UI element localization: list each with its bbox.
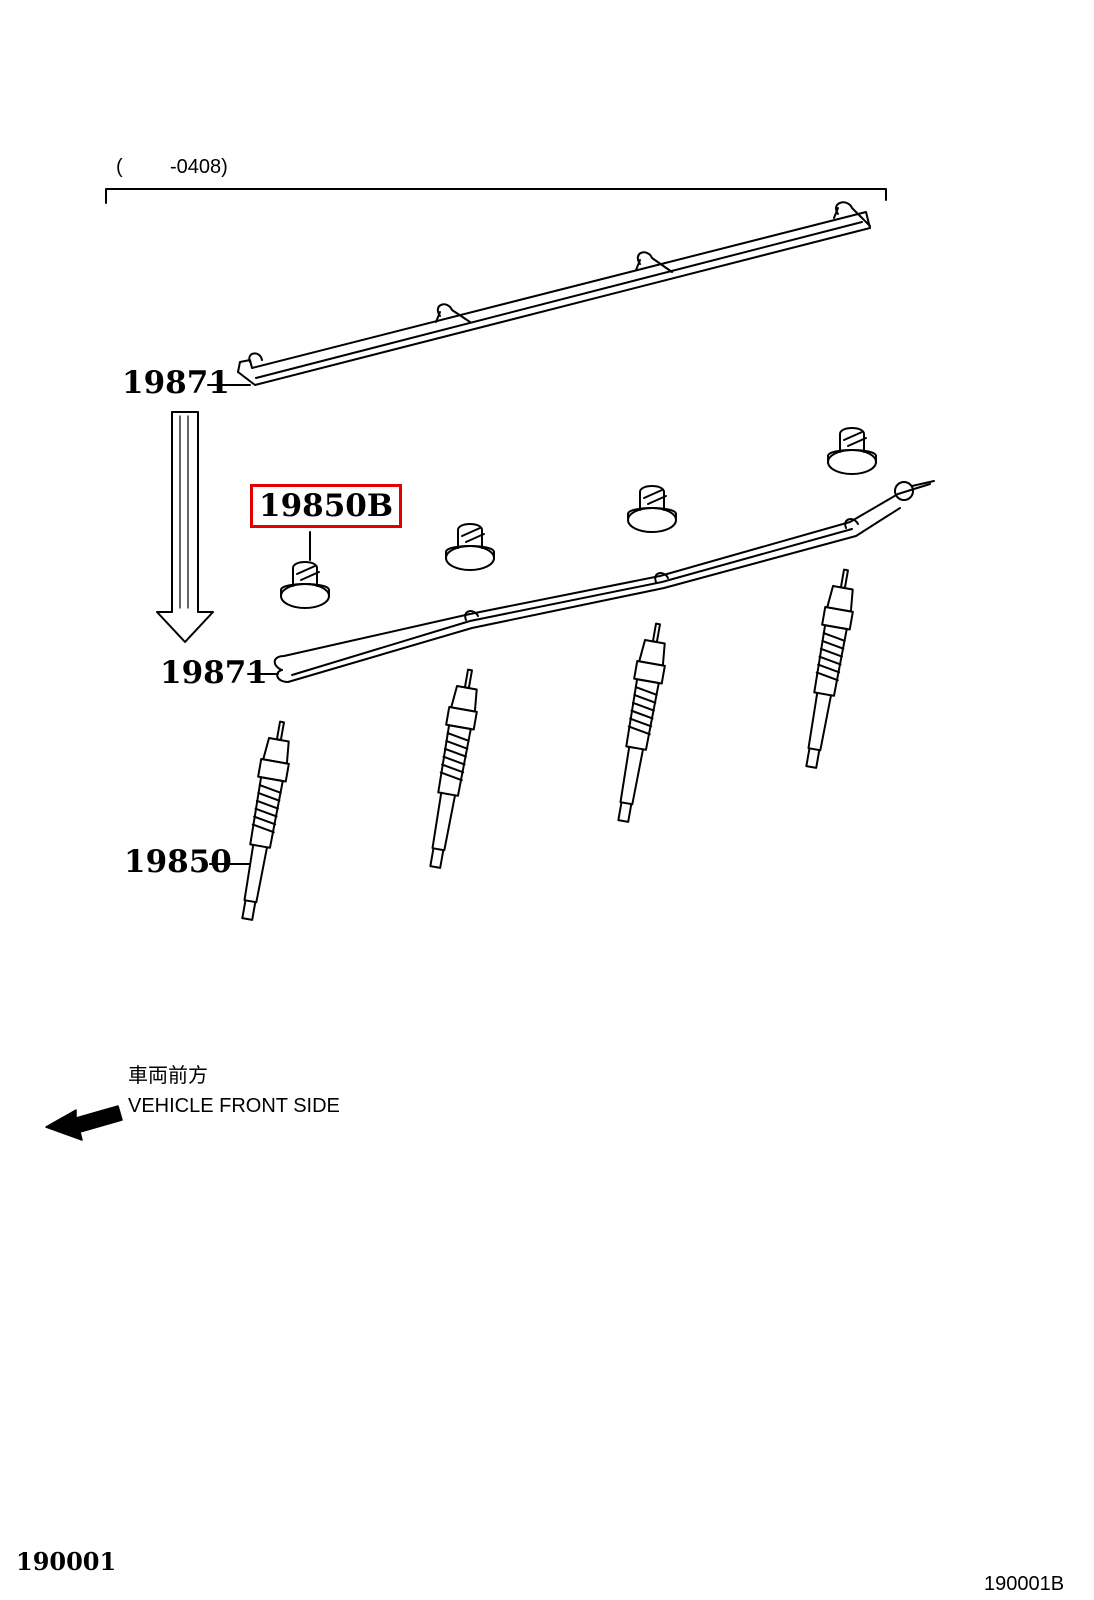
front-direction-arrow-icon — [45, 1105, 123, 1141]
callout-glow-plug: 19850 — [124, 844, 232, 880]
terminal-nut — [445, 523, 495, 571]
glow-plug — [241, 720, 290, 921]
direction-label-japanese: 車両前方 — [128, 1065, 208, 1087]
terminal-nut — [827, 427, 877, 475]
direction-label-english: VEHICLE FRONT SIDE — [128, 1095, 340, 1117]
upper-connector-rail — [237, 201, 871, 386]
range-bracket — [105, 188, 887, 204]
range-note-open: ( — [116, 156, 123, 178]
range-note-code: -0408) — [170, 156, 228, 178]
callout-lower-rail: 19871 — [160, 655, 268, 691]
page-id: 190001B — [984, 1573, 1065, 1595]
glow-plug — [429, 668, 478, 869]
transfer-arrow — [156, 411, 214, 643]
glow-plug — [617, 622, 666, 823]
figure-id: 190001 — [16, 1547, 117, 1576]
lower-connector-rail — [273, 480, 935, 683]
callout-top-rail: 19871 — [122, 365, 230, 401]
callout-nut-highlighted: 19850B — [250, 484, 403, 528]
terminal-nut — [627, 485, 677, 533]
terminal-nut — [280, 561, 330, 609]
glow-plug — [805, 568, 854, 769]
